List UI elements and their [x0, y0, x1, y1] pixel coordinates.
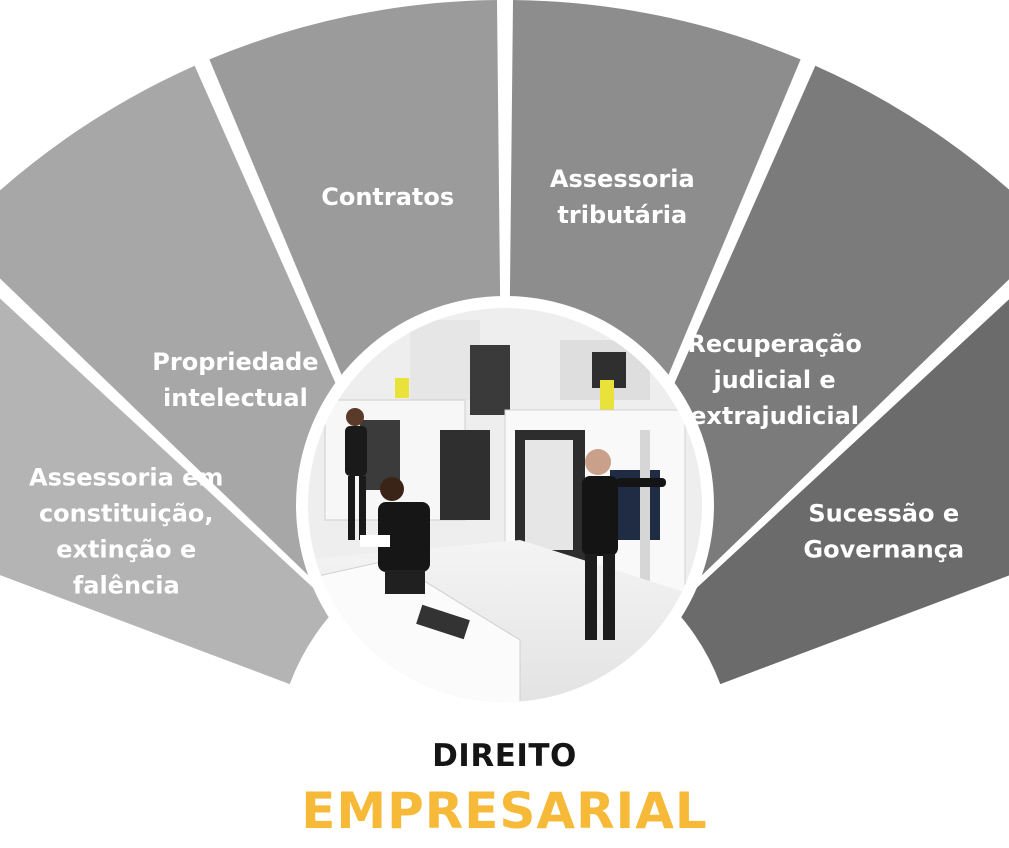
segment-label-line: extinção e [56, 535, 196, 563]
segment-label-sucessao-e-governanca: Sucessão e Governança [803, 499, 964, 563]
segment-label-line: falência [73, 571, 180, 599]
labels-layer: Assessoria em constituição, extinção e falê… [29, 165, 964, 599]
title-direito: DIREITO [432, 738, 577, 774]
segment-label-line: judicial e [712, 366, 835, 394]
segment-label-recuperacao-judicial-e-extrajudicial: Recuperação judicial e extrajudicial [687, 330, 861, 430]
segment-label-propriedade-intelectual: Propriedade intelectual [152, 348, 318, 412]
title-empresarial: EMPRESARIAL [301, 782, 708, 840]
segment-sucessao-e-governanca [673, 299, 1009, 685]
segment-label-line: Assessoria em [29, 463, 223, 491]
center-photo [308, 308, 702, 702]
segment-label-line: Contratos [321, 183, 454, 211]
segment-label-line: Governança [803, 535, 964, 563]
segment-label-line: constituição, [39, 499, 214, 527]
segment-label-line: Propriedade [152, 348, 318, 376]
segment-label-line: Recuperação [687, 330, 861, 358]
segment-label-line: Sucessão e [808, 499, 959, 527]
segment-label-line: extrajudicial [690, 402, 859, 430]
segment-label-assessoria-em-constituicao-extincao-e-falencia: Assessoria em constituição, extinção e falê… [29, 463, 223, 599]
segment-label-contratos: Contratos [321, 183, 454, 211]
segment-label-assessoria-tributaria: Assessoria tributária [550, 165, 695, 229]
segment-assessoria-em-constituicao-extincao-e-falencia [0, 298, 337, 685]
segment-label-line: intelectual [163, 384, 308, 412]
segment-label-line: Assessoria [550, 165, 695, 193]
segment-label-line: tributária [557, 201, 687, 229]
